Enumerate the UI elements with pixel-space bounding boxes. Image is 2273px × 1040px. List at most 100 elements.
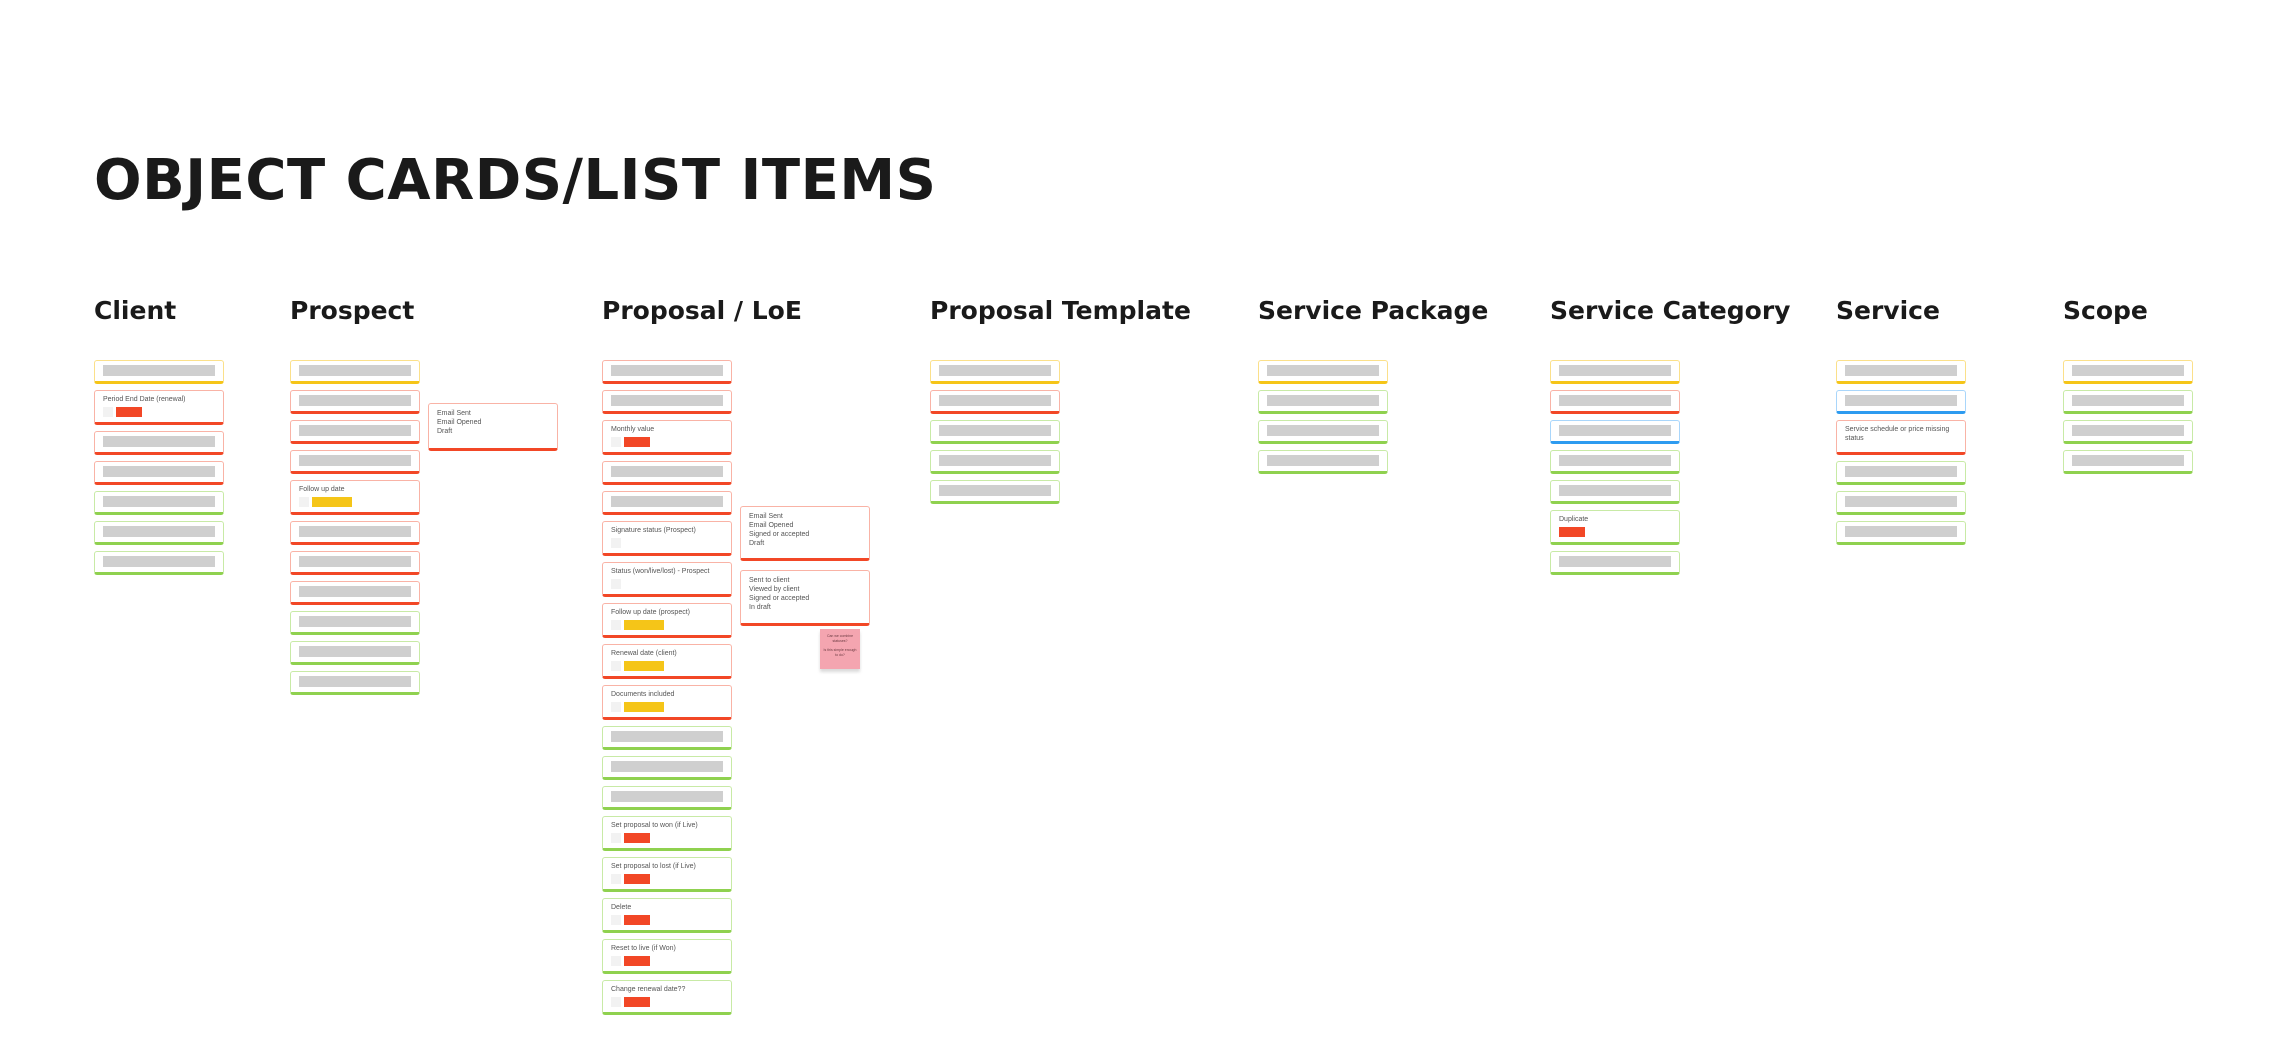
- object-card[interactable]: [1550, 420, 1680, 444]
- object-card[interactable]: Set proposal to won (if Live): [602, 816, 732, 851]
- object-card[interactable]: [94, 521, 224, 545]
- card-label: Set proposal to lost (if Live): [611, 863, 696, 870]
- object-card[interactable]: [94, 431, 224, 455]
- status-pill-red: [624, 833, 650, 843]
- object-card[interactable]: [930, 360, 1060, 384]
- object-card[interactable]: [2063, 360, 2193, 384]
- object-card[interactable]: [290, 671, 420, 695]
- object-card[interactable]: Service schedule or price missing status: [1836, 420, 1966, 455]
- status-pill-yellow: [624, 702, 664, 712]
- object-card[interactable]: [602, 390, 732, 414]
- status-pill-red: [624, 915, 650, 925]
- object-card[interactable]: Period End Date (renewal): [94, 390, 224, 425]
- card-list: Follow up date: [290, 360, 430, 695]
- checkbox-placeholder: [103, 407, 113, 417]
- object-card[interactable]: [290, 390, 420, 414]
- column-title: Scope: [2063, 296, 2148, 325]
- object-card[interactable]: [602, 491, 732, 515]
- object-card[interactable]: [2063, 450, 2193, 474]
- object-card[interactable]: [930, 450, 1060, 474]
- object-card[interactable]: [94, 491, 224, 515]
- object-card[interactable]: [290, 641, 420, 665]
- object-card[interactable]: [1836, 390, 1966, 414]
- card-label: Service schedule or price missing status: [1845, 426, 1950, 442]
- checkbox-placeholder: [611, 833, 621, 843]
- object-card[interactable]: Documents included: [602, 685, 732, 720]
- object-card[interactable]: [602, 461, 732, 485]
- placeholder-bar: [939, 485, 1051, 496]
- object-card[interactable]: [290, 521, 420, 545]
- checkbox-placeholder: [611, 437, 621, 447]
- note-line: Draft: [749, 540, 765, 547]
- placeholder-bar: [1559, 455, 1671, 466]
- object-card[interactable]: Delete: [602, 898, 732, 933]
- object-card[interactable]: [1258, 450, 1388, 474]
- object-card[interactable]: [2063, 420, 2193, 444]
- object-card[interactable]: [602, 756, 732, 780]
- card-label: Monthly value: [611, 426, 655, 433]
- object-card[interactable]: Reset to live (if Won): [602, 939, 732, 974]
- object-card[interactable]: [1550, 390, 1680, 414]
- object-card[interactable]: Monthly value: [602, 420, 732, 455]
- object-card[interactable]: [1258, 360, 1388, 384]
- card-label: Duplicate: [1559, 516, 1589, 523]
- object-card[interactable]: [290, 450, 420, 474]
- object-card[interactable]: [1836, 461, 1966, 485]
- placeholder-bar: [1559, 365, 1671, 376]
- placeholder-bar: [299, 676, 411, 687]
- object-card[interactable]: [94, 360, 224, 384]
- object-card[interactable]: [2063, 390, 2193, 414]
- card-value-row: [103, 407, 215, 417]
- object-card[interactable]: Follow up date: [290, 480, 420, 515]
- object-card[interactable]: [930, 420, 1060, 444]
- column-title: Client: [94, 296, 177, 325]
- object-card[interactable]: [1550, 480, 1680, 504]
- object-card[interactable]: Signature status (Prospect): [602, 521, 732, 556]
- sticky-note[interactable]: Can we combine statuses? Is this simple …: [820, 629, 860, 669]
- sticky-note-line: Is this simple enough to do?: [823, 648, 857, 657]
- object-card[interactable]: [1836, 491, 1966, 515]
- checkbox-placeholder: [611, 702, 621, 712]
- object-card[interactable]: [290, 611, 420, 635]
- object-card[interactable]: [602, 726, 732, 750]
- card-value-row: [611, 915, 723, 925]
- object-card[interactable]: Set proposal to lost (if Live): [602, 857, 732, 892]
- object-card[interactable]: Renewal date (client): [602, 644, 732, 679]
- object-card[interactable]: [290, 551, 420, 575]
- object-card[interactable]: Status (won/live/lost) - Prospect: [602, 562, 732, 597]
- object-card[interactable]: [930, 480, 1060, 504]
- placeholder-bar: [611, 496, 723, 507]
- object-card[interactable]: [602, 786, 732, 810]
- card-value-row: [611, 661, 723, 671]
- object-card[interactable]: Duplicate: [1550, 510, 1680, 545]
- object-card[interactable]: Follow up date (prospect): [602, 603, 732, 638]
- object-card[interactable]: [930, 390, 1060, 414]
- placeholder-bar: [299, 395, 411, 406]
- placeholder-bar: [1559, 395, 1671, 406]
- placeholder-bar: [1559, 556, 1671, 567]
- placeholder-bar: [299, 425, 411, 436]
- object-card[interactable]: [94, 551, 224, 575]
- object-card[interactable]: [290, 420, 420, 444]
- placeholder-bar: [1267, 395, 1379, 406]
- object-card[interactable]: [1550, 360, 1680, 384]
- object-card[interactable]: [290, 581, 420, 605]
- object-card[interactable]: [1550, 450, 1680, 474]
- object-card[interactable]: [1836, 360, 1966, 384]
- object-card[interactable]: [1836, 521, 1966, 545]
- placeholder-bar: [1845, 365, 1957, 376]
- placeholder-bar: [611, 791, 723, 802]
- object-card[interactable]: [1258, 420, 1388, 444]
- checkbox-placeholder: [611, 538, 621, 548]
- card-label: Change renewal date??: [611, 986, 686, 993]
- object-card[interactable]: [602, 360, 732, 384]
- card-list: Period End Date (renewal): [94, 360, 234, 575]
- object-card[interactable]: [1258, 390, 1388, 414]
- object-card[interactable]: [290, 360, 420, 384]
- object-card[interactable]: [1550, 551, 1680, 575]
- object-card[interactable]: [94, 461, 224, 485]
- object-card[interactable]: Change renewal date??: [602, 980, 732, 1015]
